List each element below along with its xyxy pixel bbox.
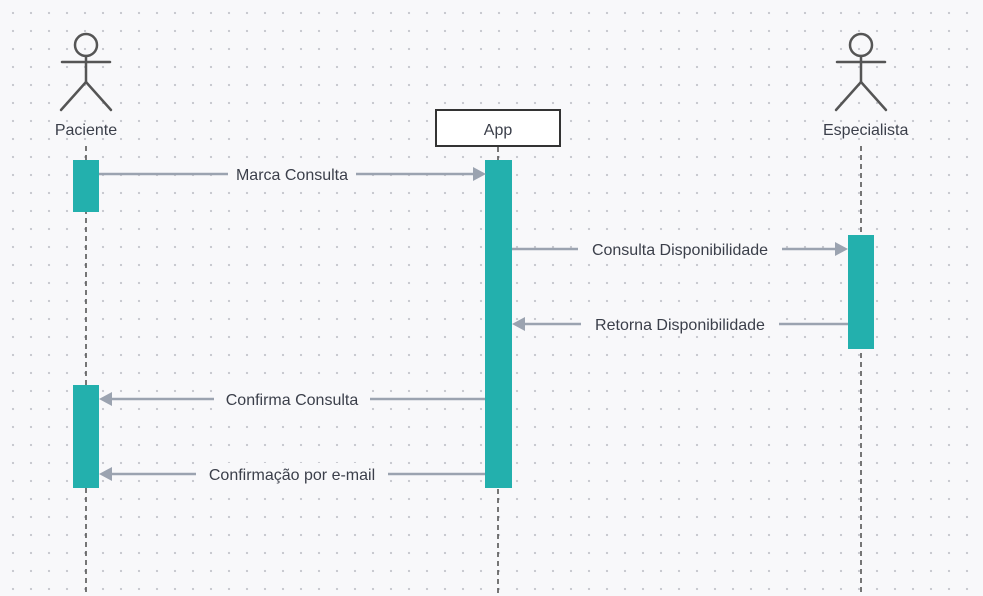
arrowhead-icon [512, 317, 525, 331]
activation-bar-especialista [848, 235, 874, 349]
stick-figure-icon [834, 32, 888, 112]
participant-label-app: App [484, 122, 513, 139]
message-consulta-disponibilidade[interactable]: Consulta Disponibilidade [512, 238, 848, 260]
activation-bar-paciente-1 [73, 160, 99, 212]
activation-bar-app [485, 160, 512, 488]
actor-paciente[interactable]: Paciente [55, 32, 117, 139]
arrowhead-icon [473, 167, 486, 181]
participant-label-especialista: Especialista [823, 122, 908, 139]
message-label: Confirma Consulta [226, 392, 359, 409]
message-label: Retorna Disponibilidade [595, 317, 765, 334]
message-marca-consulta[interactable]: Marca Consulta [99, 163, 486, 185]
arrowhead-icon [835, 242, 848, 256]
message-confirma-consulta[interactable]: Confirma Consulta [99, 388, 485, 410]
participant-box [435, 109, 561, 147]
participant-label-paciente: Paciente [55, 122, 117, 139]
arrowhead-icon [99, 392, 112, 406]
message-confirmacao-email[interactable]: Confirmação por e-mail [99, 463, 485, 485]
activation-bar-paciente-2 [73, 385, 99, 488]
stick-figure-icon [59, 32, 113, 112]
message-label: Consulta Disponibilidade [592, 242, 768, 259]
message-label: Confirmação por e-mail [209, 467, 375, 484]
participant-app[interactable]: App [435, 109, 561, 147]
arrowhead-icon [99, 467, 112, 481]
actor-especialista[interactable]: Especialista [823, 32, 908, 139]
message-retorna-disponibilidade[interactable]: Retorna Disponibilidade [512, 313, 848, 335]
message-label: Marca Consulta [236, 167, 348, 184]
